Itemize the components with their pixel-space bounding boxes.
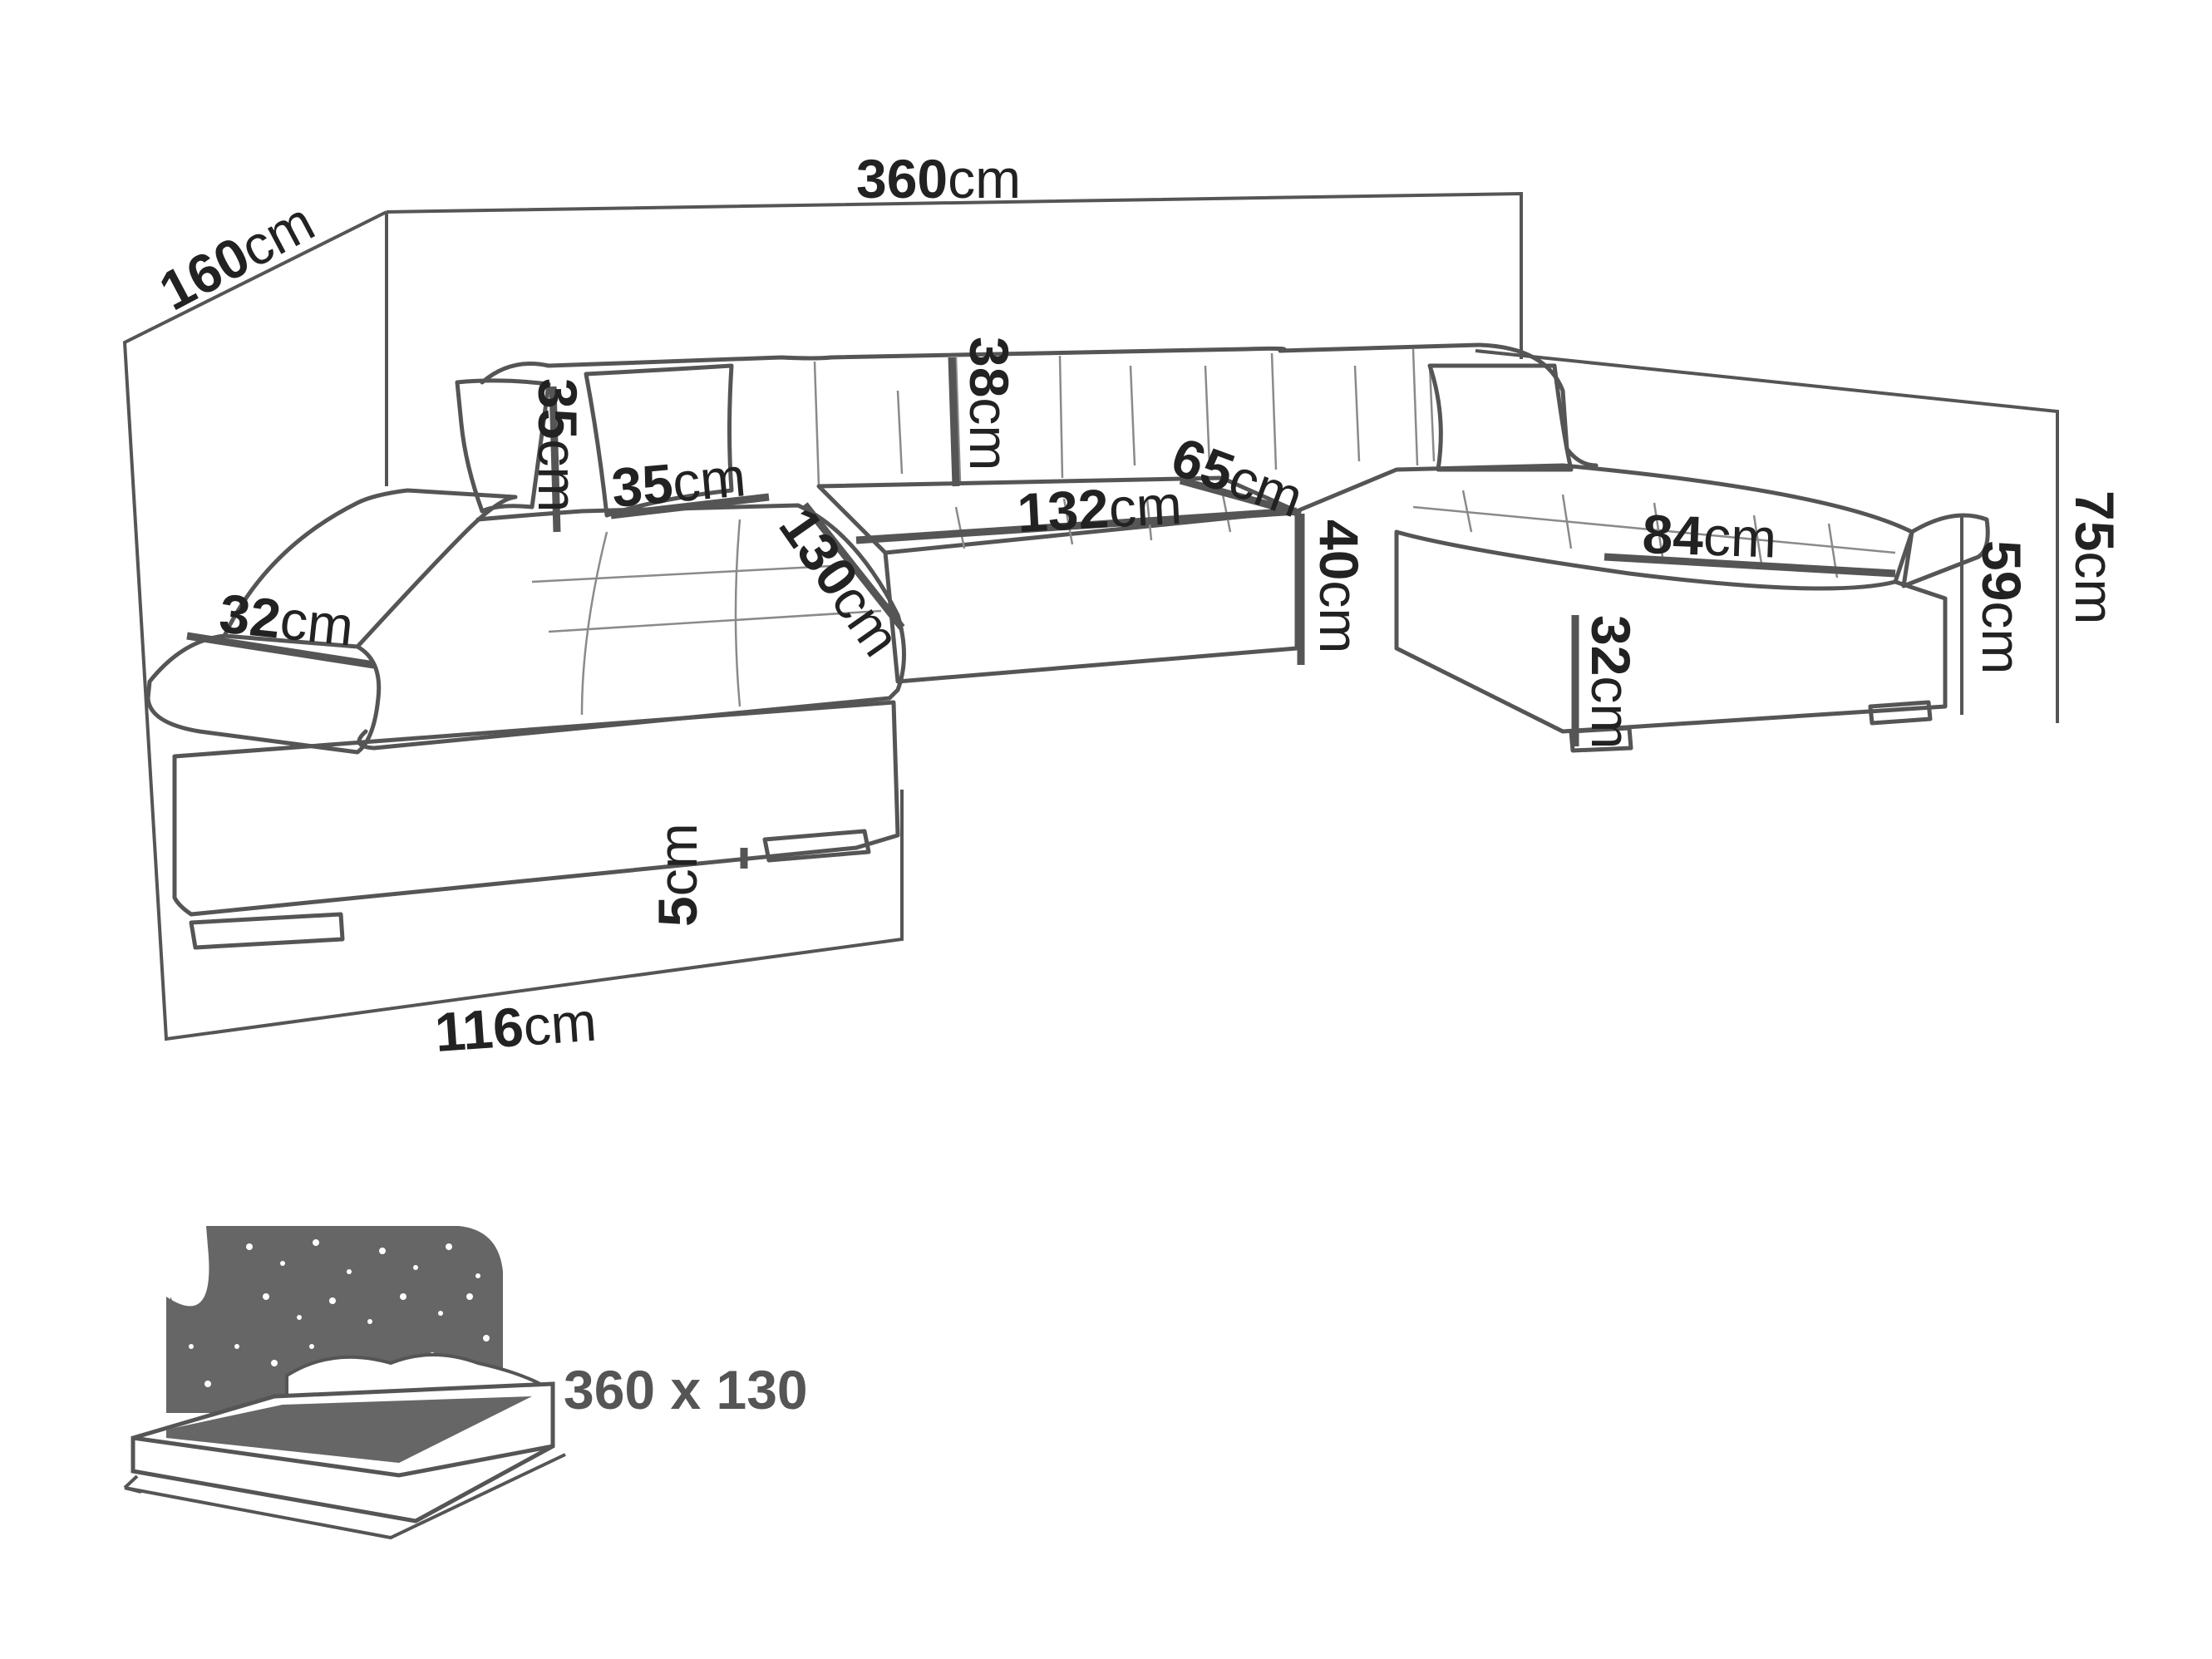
measure-backrest-height [948,357,960,487]
label-seat-depth-left: 130cm [768,497,913,667]
label-overall-width: 360cm [856,148,1021,209]
label-right-seat-width: 84cm [1642,503,1778,569]
measure-center-seat-width [855,507,1298,544]
label-armrest-width: 32cm [217,582,357,657]
measure-center-seat-depth [1179,476,1303,518]
measure-seat-depth-left [801,502,905,630]
bed-with-stars-icon [123,1226,566,1540]
measure-armrest [186,632,375,669]
label-total-height: 75cm [2064,490,2126,624]
stars [189,1239,490,1387]
label-center-seat-width: 132cm [1016,474,1184,544]
label-depth-left: 160cm [150,190,324,322]
label-right-seat-height: 59cm [1971,540,2032,674]
measure-right-seat-width [1604,553,1896,578]
bed-size-label: 360 x 130 [564,1359,808,1420]
measure-bars [186,357,1896,869]
sofa-drawing [145,342,1990,950]
label-front-width-left: 116cm [433,991,599,1063]
guide-lines [122,191,2059,1041]
label-seat-height: 40cm [1308,519,1370,653]
label-right-side-depth: 32cm [1580,615,1642,749]
measure-pillow-height [549,386,561,533]
label-pillow-width: 35cm [609,446,748,519]
label-pillow-height: 35cm [527,378,589,512]
label-leg-height: 5cm [647,823,708,927]
measure-pillow-width [610,493,770,519]
label-backrest-height: 38cm [958,337,1020,470]
